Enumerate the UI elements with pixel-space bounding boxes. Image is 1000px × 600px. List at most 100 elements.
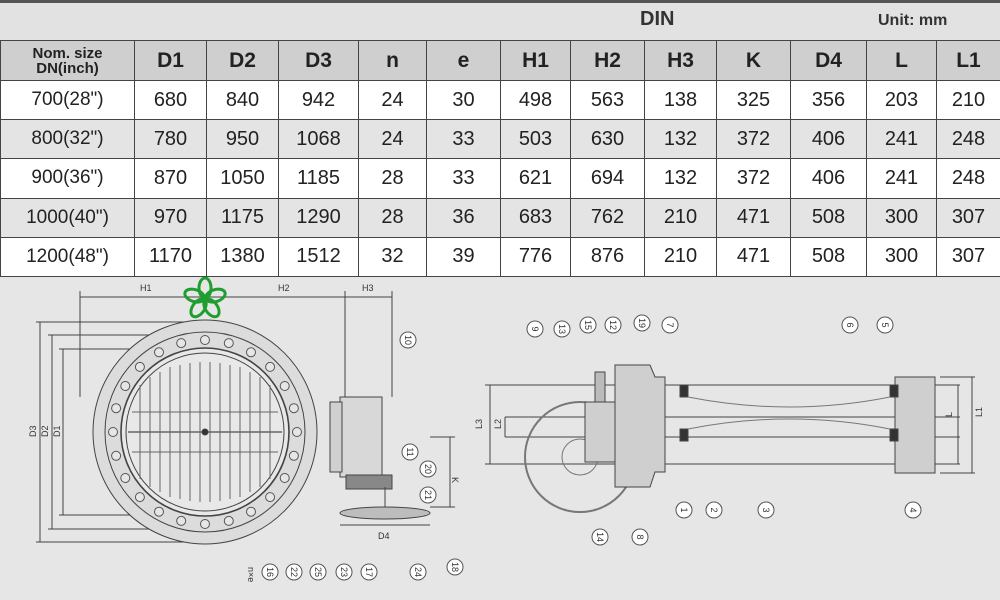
cell-k: 325 (716, 79, 791, 121)
callout-number: 25 (313, 567, 323, 577)
cell-l1: 307 (936, 236, 1000, 278)
cell-h1: 776 (500, 236, 571, 278)
column-header-n: n (358, 40, 427, 81)
callout-bubble: 25 (309, 563, 327, 581)
cell-d4: 356 (790, 79, 867, 121)
unit-label: Unit: mm (878, 12, 948, 29)
cell-h1: 498 (500, 79, 571, 121)
callout-number: 7 (665, 322, 675, 327)
cell-d2: 1175 (206, 197, 279, 238)
bolt-hole (111, 450, 122, 461)
title-band (0, 3, 1000, 40)
cell-e: 33 (426, 158, 501, 199)
bolt-hole (200, 519, 210, 529)
callout-bubble: 23 (335, 563, 353, 581)
bolt-hole (288, 403, 299, 414)
callout-bubble: 10 (399, 331, 417, 349)
callout-bubble: 19 (633, 314, 651, 332)
callout-bubble: 13 (553, 320, 571, 338)
callout-number: 23 (339, 567, 349, 577)
cell-h2: 876 (570, 236, 645, 278)
cell-l1: 307 (936, 197, 1000, 238)
callout-bubble: 15 (579, 316, 597, 334)
callout-bubble: 6 (841, 316, 859, 334)
callout-bubble: 4 (904, 501, 922, 519)
bolt-hole (246, 506, 256, 517)
bolt-hole (108, 427, 118, 437)
bolt-hole (120, 473, 131, 483)
cell-h3: 132 (644, 158, 717, 199)
callout-number: 1 (679, 507, 689, 512)
callout-number: 18 (450, 562, 460, 572)
cell-e: 36 (426, 197, 501, 238)
cell-e: 30 (426, 79, 501, 121)
callout-bubble: 12 (604, 316, 622, 334)
bolt-hole (246, 347, 256, 358)
callout-bubble: 11 (401, 443, 419, 461)
cell-d4: 406 (790, 119, 867, 160)
bolt-hole (292, 427, 302, 437)
cell-k: 471 (716, 197, 791, 238)
cell-d2: 950 (206, 119, 279, 160)
callout-bubble: 9 (526, 320, 544, 338)
cell-d1: 970 (134, 197, 207, 238)
cell-d1: 1170 (134, 236, 207, 278)
column-header-d3: D3 (278, 40, 359, 81)
cell-k: 372 (716, 158, 791, 199)
side-view (485, 364, 975, 513)
bolt-hole (279, 381, 290, 391)
top-rule (0, 0, 1000, 3)
column-header-k: K (716, 40, 791, 81)
bolt-hole (111, 403, 122, 414)
cell-d3: 1512 (278, 236, 359, 278)
cell-nom-size: 800(32") (0, 119, 135, 160)
bolt-hole (154, 506, 164, 517)
cell-l1: 248 (936, 119, 1000, 160)
callout-bubble: 21 (419, 486, 437, 504)
bolt-hole (134, 492, 145, 503)
callout-bubble: 18 (446, 558, 464, 576)
cell-nom-size: 700(28") (0, 79, 135, 121)
callout-number: 22 (289, 567, 299, 577)
bolt-hole (154, 347, 164, 358)
callout-number: 11 (405, 447, 415, 456)
cell-h1: 503 (500, 119, 571, 160)
cell-h2: 762 (570, 197, 645, 238)
callout-bubble: 8 (631, 528, 649, 546)
dim-d1: D1 (52, 425, 62, 437)
dim-d2: D2 (40, 425, 50, 437)
bolt-hole (265, 492, 276, 503)
callout-bubble: 17 (360, 563, 378, 581)
dim-l: L (944, 412, 954, 417)
callout-number: 13 (557, 324, 567, 334)
dim-k: K (450, 477, 460, 483)
callout-number: 4 (908, 507, 918, 512)
side-dim-labels: L3 L2 L L1 (474, 407, 984, 429)
cell-l: 241 (866, 158, 937, 199)
dim-l2: L2 (493, 419, 503, 429)
cell-d2: 1380 (206, 236, 279, 278)
cell-d2: 840 (206, 79, 279, 121)
cell-d1: 780 (134, 119, 207, 160)
column-header-l: L (866, 40, 937, 81)
column-header-d1: D1 (134, 40, 207, 81)
cell-n: 28 (358, 158, 427, 199)
callout-bubble: 3 (757, 501, 775, 519)
cell-e: 39 (426, 236, 501, 278)
cell-nom-size: 1200(48") (0, 236, 135, 278)
cell-h2: 563 (570, 79, 645, 121)
callout-bubble: 7 (661, 316, 679, 334)
cell-h3: 138 (644, 79, 717, 121)
column-header-l1: L1 (936, 40, 1000, 81)
cell-k: 372 (716, 119, 791, 160)
callout-number: 8 (635, 534, 645, 539)
dim-h2: H2 (278, 283, 290, 293)
cell-h1: 621 (500, 158, 571, 199)
cell-e: 33 (426, 119, 501, 160)
standard-label: DIN (640, 8, 675, 30)
